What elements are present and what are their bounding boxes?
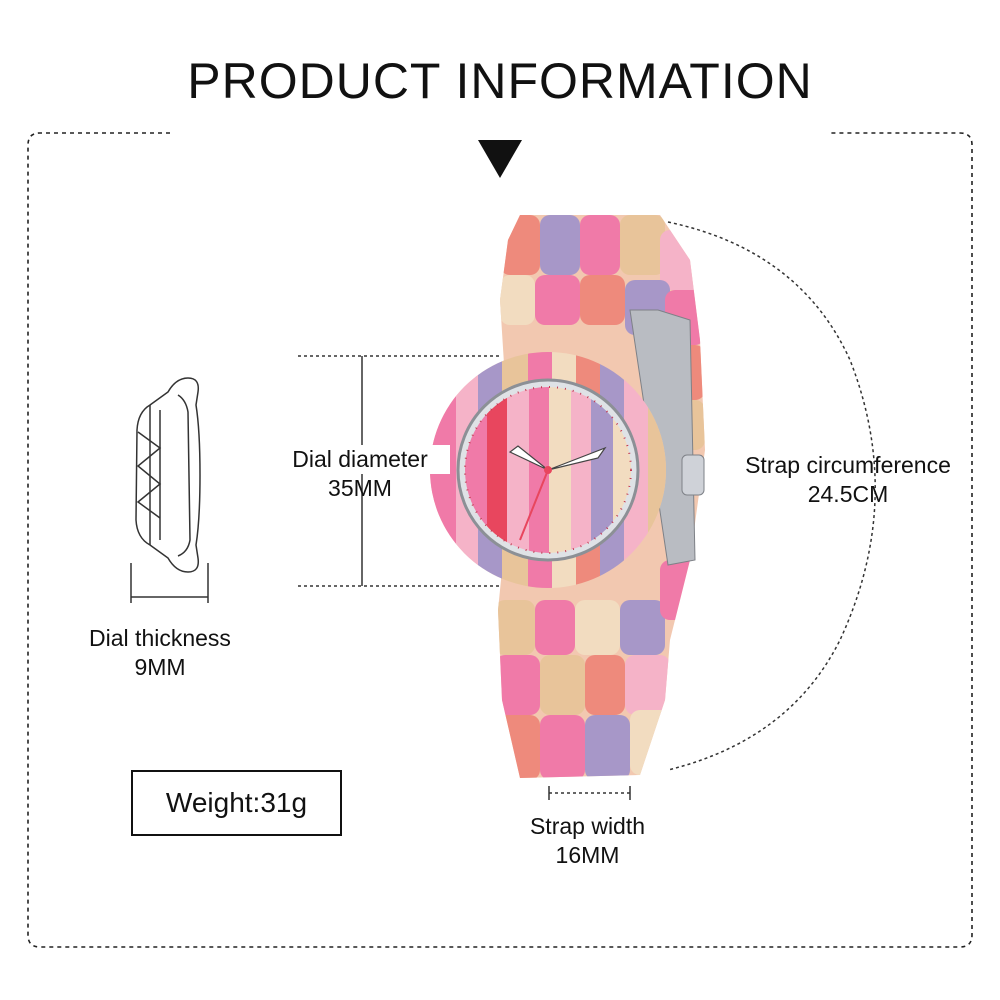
- strap-width-title: Strap width: [529, 813, 646, 839]
- circumference-arc: [667, 221, 876, 771]
- case-profile-sketch: [135, 377, 201, 573]
- clasp: [629, 309, 696, 566]
- strap-circumference-title: Strap circumference: [745, 452, 951, 478]
- strap-circumference-value: 24.5CM: [807, 481, 889, 507]
- thickness-dimension: [130, 563, 209, 603]
- width-dimension: [548, 786, 631, 800]
- dial-thickness-value: 9MM: [134, 654, 186, 680]
- dial-thickness-label: Dial thickness 9MM: [60, 624, 260, 682]
- dial-diameter-label: Dial diameter 35MM: [270, 445, 450, 503]
- dial-diameter-title: Dial diameter: [270, 445, 450, 474]
- strap-width-value: 16MM: [555, 842, 620, 868]
- weight-box: Weight:31g: [131, 770, 342, 836]
- dashed-frame: [27, 132, 973, 948]
- page-title: PRODUCT INFORMATION: [187, 53, 813, 109]
- watch-hands: [508, 445, 607, 541]
- dial-thickness-title: Dial thickness: [89, 625, 231, 651]
- down-arrow-icon: [478, 140, 522, 178]
- dial-diameter-value: 35MM: [328, 475, 392, 501]
- strap-circumference-label: Strap circumference 24.5CM: [728, 451, 968, 509]
- crown: [681, 454, 705, 496]
- strap-width-label: Strap width 16MM: [500, 812, 675, 870]
